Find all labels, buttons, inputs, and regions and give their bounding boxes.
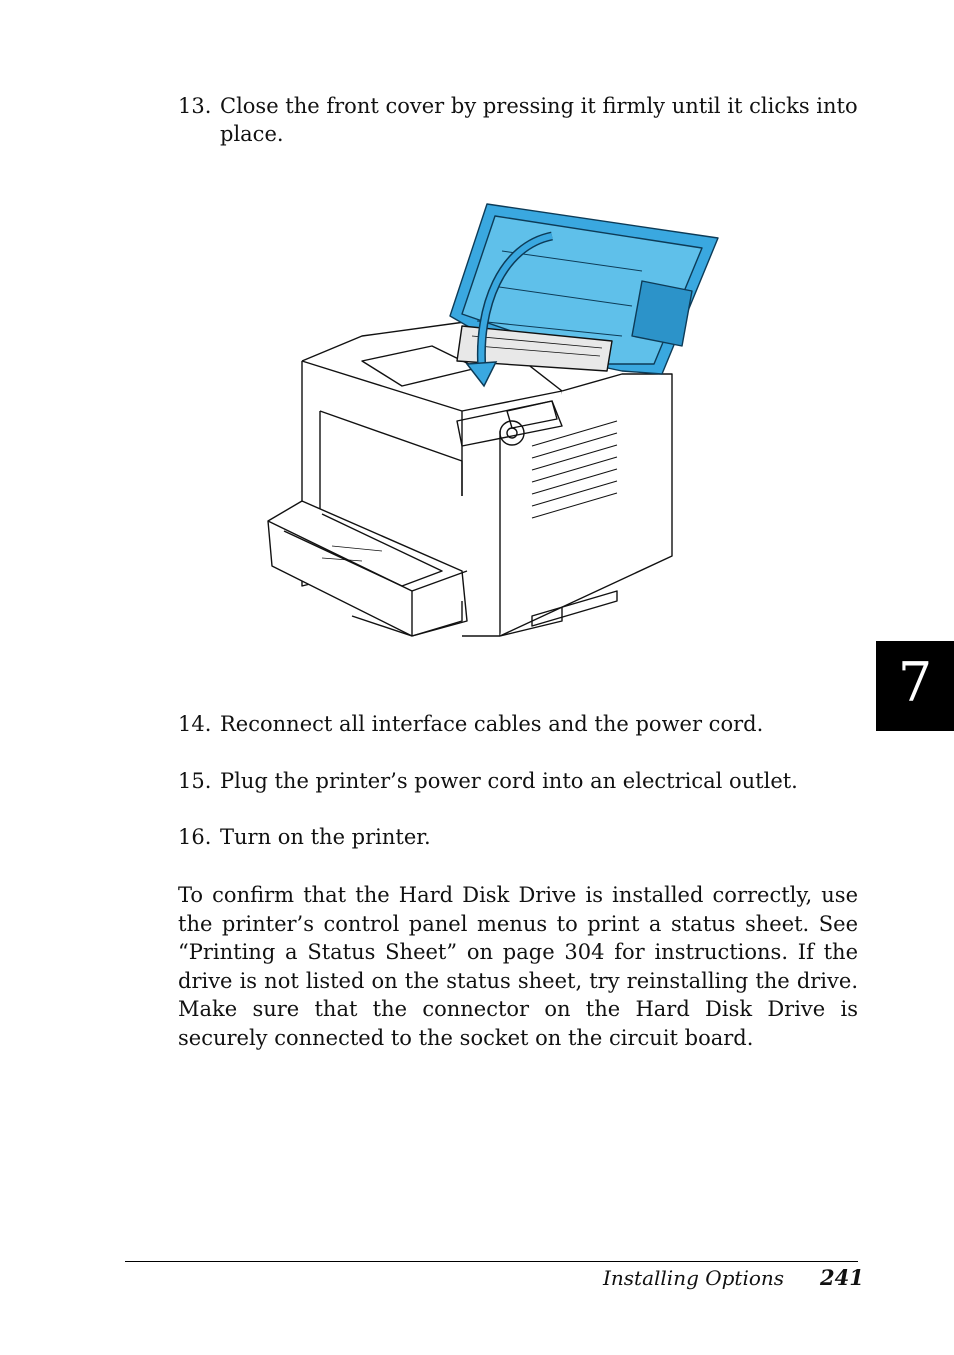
footer-section-title: Installing Options (603, 1266, 785, 1290)
page-number: 241 (820, 1265, 864, 1290)
step-number: 16. (178, 825, 212, 849)
close-direction-arrow (465, 231, 554, 388)
step-text: Reconnect all interface cables and the p… (220, 712, 764, 736)
step-number: 15. (178, 769, 212, 793)
step-text: Close the front cover by pressing it fir… (220, 94, 858, 146)
body-paragraph: To confirm that the Hard Disk Drive is i… (178, 883, 858, 1050)
chapter-number: 7 (897, 651, 933, 714)
step-number: 13. (178, 94, 212, 118)
step-text: Turn on the printer. (220, 825, 431, 849)
footer-rule (125, 1261, 858, 1262)
chapter-tab: 7 (876, 641, 954, 731)
printer-front-cover-illustration (267, 203, 719, 637)
step-number: 14. (178, 712, 212, 736)
step-text: Plug the printer’s power cord into an el… (220, 769, 798, 793)
